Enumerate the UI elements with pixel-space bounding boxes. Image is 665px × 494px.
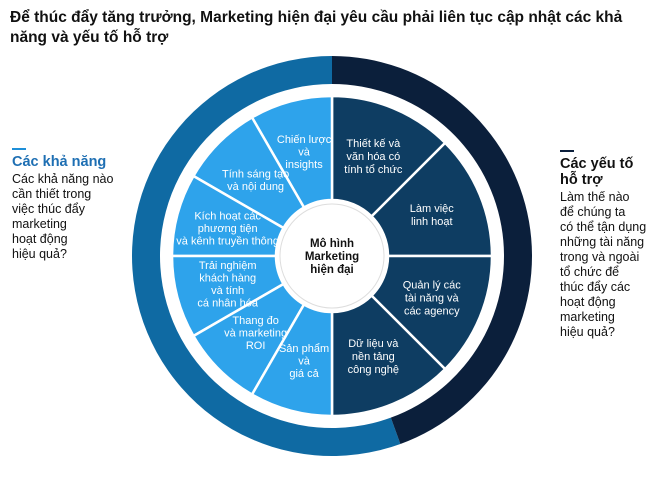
capabilities-question: Các khả năng nào cần thiết trong việc th…: [12, 172, 117, 262]
question-line: những tài năng: [560, 235, 645, 249]
question-line: để chúng ta: [560, 205, 626, 219]
page-title: Để thúc đẩy tăng trưởng, Marketing hiện …: [10, 9, 623, 46]
capabilities-panel: Các khả năng Các khả năng nào cần thiết …: [12, 148, 117, 262]
question-line: hoạt động: [12, 232, 68, 246]
enablers-heading: Các yếu tố hỗ trợ: [560, 156, 660, 188]
accent-bar: [12, 148, 26, 150]
question-line: trong và ngoài: [560, 250, 640, 264]
enablers-question: Làm thế nào để chúng ta có thể tận dụng …: [560, 190, 660, 340]
question-line: Làm thế nào: [560, 190, 630, 204]
accent-bar: [560, 150, 574, 152]
question-line: việc thúc đẩy: [12, 202, 85, 216]
question-line: hoạt động: [560, 295, 616, 309]
question-line: thúc đẩy các: [560, 280, 631, 294]
hub-center: [279, 203, 385, 309]
heading-line: hỗ trợ: [560, 172, 603, 188]
question-line: Các khả năng nào: [12, 172, 114, 186]
question-line: cần thiết trong: [12, 187, 92, 201]
heading-line: Các yếu tố: [560, 156, 634, 172]
enablers-panel: Các yếu tố hỗ trợ Làm thế nào để chúng t…: [560, 150, 660, 340]
question-line: hiệu quả?: [560, 325, 615, 339]
question-line: hiệu quả?: [12, 247, 67, 261]
enablers-outer-ring: [332, 56, 533, 444]
question-line: marketing: [560, 310, 615, 324]
capabilities-heading: Các khả năng: [12, 154, 107, 170]
question-line: marketing: [12, 217, 67, 231]
question-line: có thể tận dụng: [560, 220, 647, 234]
question-line: tổ chức để: [560, 265, 620, 279]
